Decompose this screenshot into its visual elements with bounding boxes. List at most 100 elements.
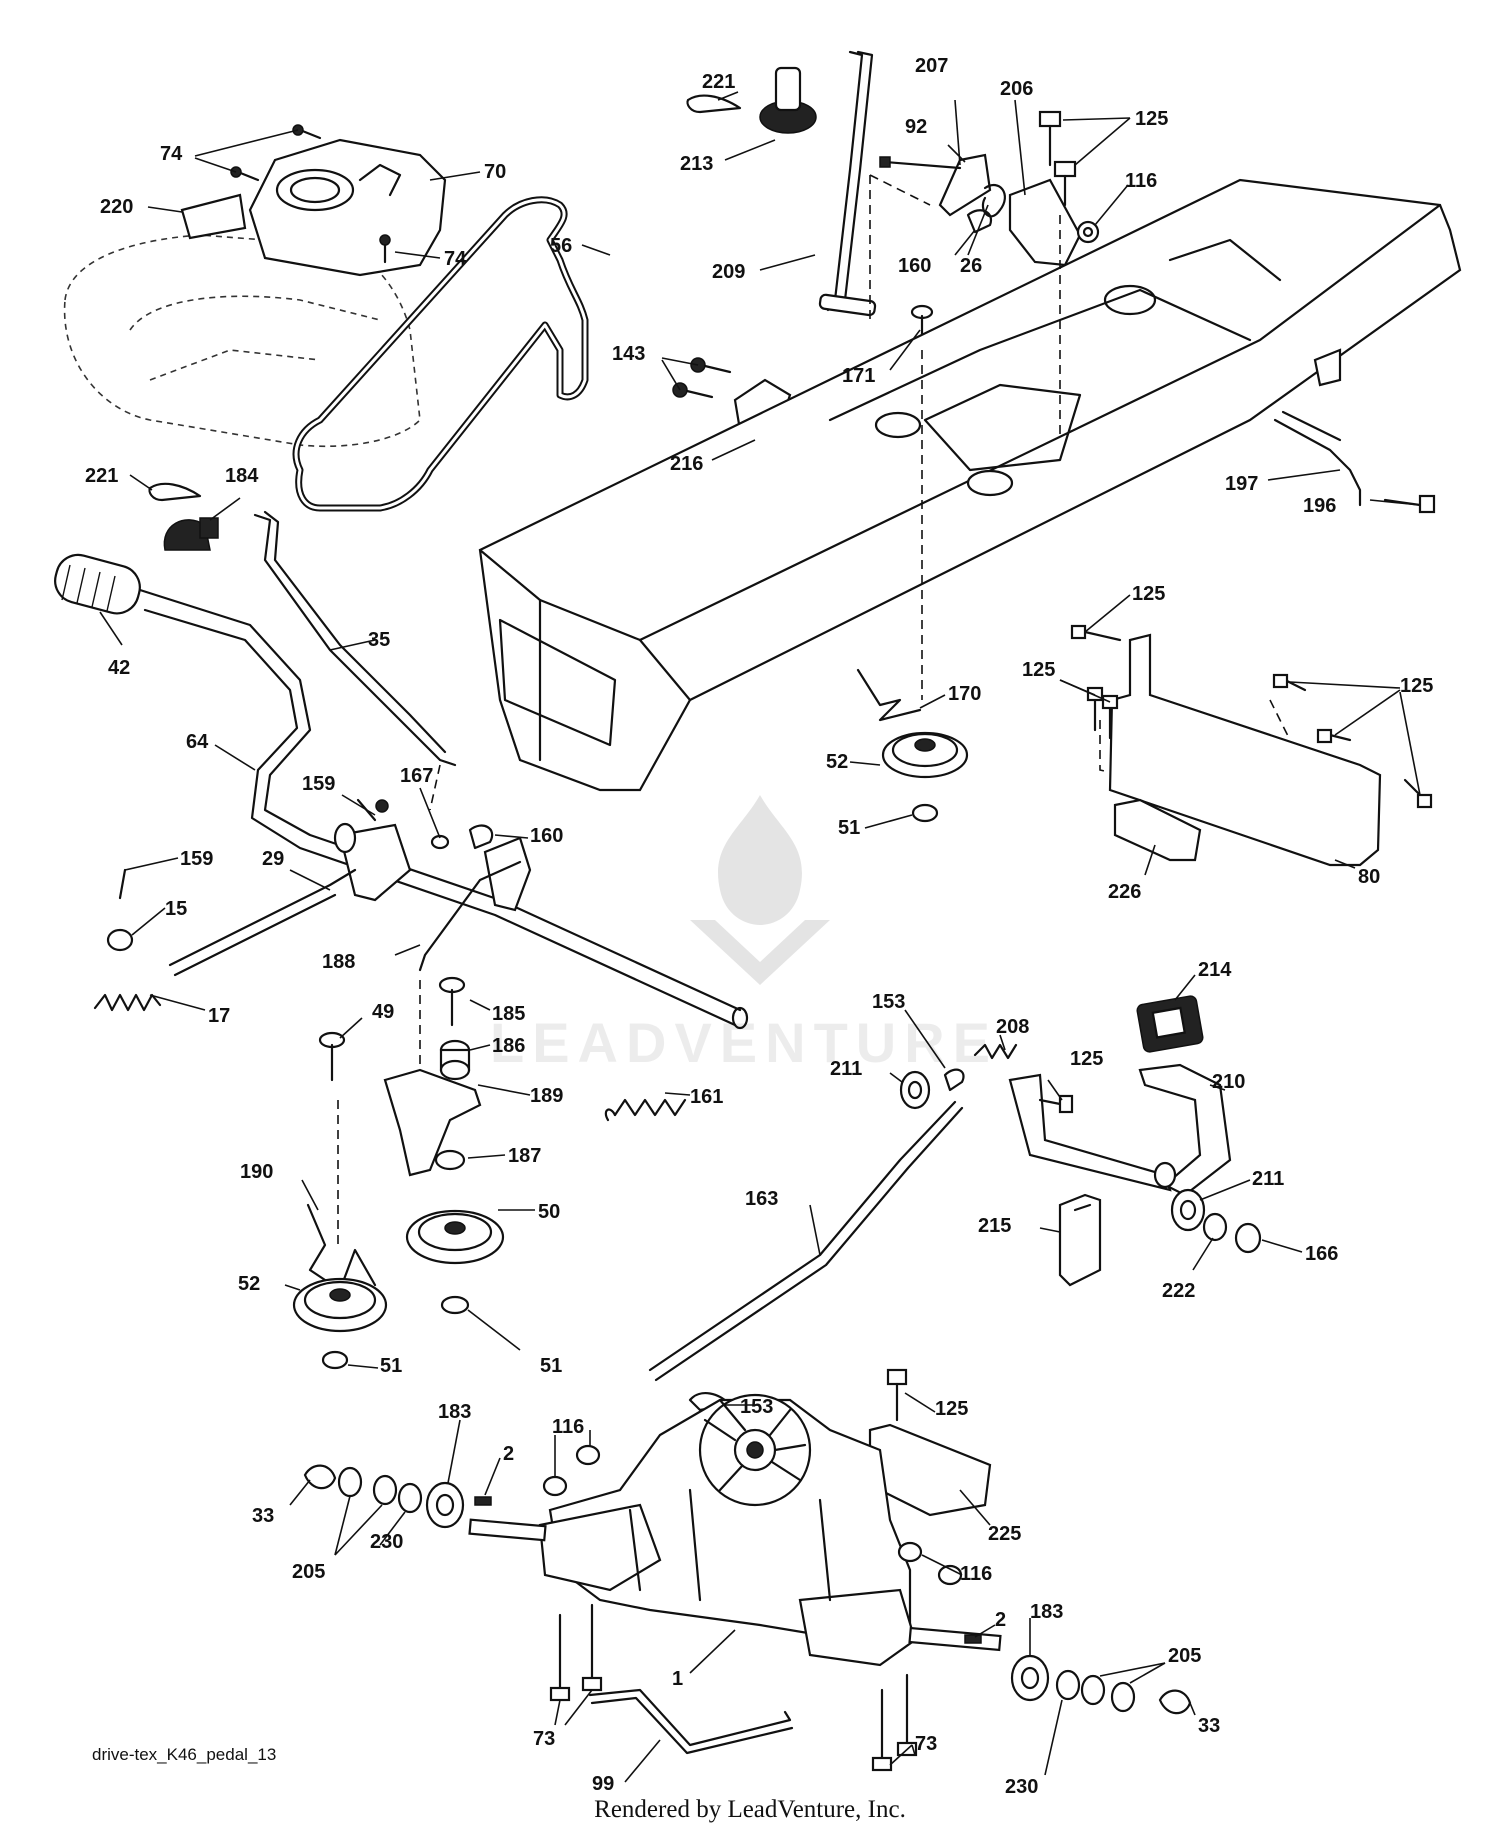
nut-51-upper [911, 803, 939, 823]
nut-51-lower [321, 1350, 349, 1370]
callout-189: 189 [530, 1085, 563, 1107]
callout-205: 205 [292, 1561, 325, 1583]
pulley-52-upper [881, 731, 969, 779]
axle-parts-left [303, 1464, 492, 1529]
callout-159: 159 [180, 848, 213, 870]
callout-29: 29 [262, 848, 284, 870]
callout-80: 80 [1358, 866, 1380, 888]
callout-143: 143 [612, 343, 645, 365]
bushing-211-upper [899, 1070, 931, 1110]
bearing-183-left [425, 1481, 465, 1529]
callout-74: 74 [444, 248, 467, 270]
pedal-210 [1008, 1063, 1232, 1197]
clip-33-left [303, 1464, 337, 1490]
callout-211: 211 [830, 1058, 862, 1080]
grip-42 [54, 553, 141, 615]
callout-2: 2 [503, 1443, 514, 1465]
callout-51: 51 [380, 1355, 402, 1377]
callout-92: 92 [905, 116, 927, 138]
clip-160-lower [468, 824, 494, 850]
assembly-guides [337, 174, 1291, 1250]
callout-166: 166 [1305, 1243, 1338, 1265]
callout-161: 161 [690, 1086, 723, 1108]
pulley-50 [405, 1209, 505, 1265]
rod-99 [588, 1688, 792, 1747]
callout-225: 225 [988, 1523, 1021, 1545]
callout-220: 220 [100, 196, 133, 218]
washer-205-right-a [1080, 1674, 1106, 1706]
callout-213: 213 [680, 153, 713, 175]
callout-211: 211 [1252, 1168, 1284, 1190]
callout-49: 49 [372, 1001, 394, 1023]
knob-213 [759, 66, 817, 134]
clip-160-top [966, 209, 993, 234]
clip-33-right [1158, 1689, 1192, 1715]
spring-208 [973, 1043, 1018, 1060]
callout-160: 160 [898, 255, 931, 277]
washer-205-left-a [337, 1466, 363, 1498]
brake-rod-163-b [654, 1106, 964, 1382]
rod-197 [1273, 410, 1362, 507]
callout-116: 116 [960, 1563, 992, 1585]
callout-184: 184 [225, 465, 259, 487]
pin-159-lower [118, 868, 127, 900]
rod-29 [168, 868, 357, 967]
rod-29-b [173, 893, 337, 977]
callout-170: 170 [948, 683, 981, 705]
nut-51-mid [440, 1295, 470, 1315]
fender-cover-70 [248, 138, 447, 277]
callout-56: 56 [550, 235, 572, 257]
callout-33: 33 [1198, 1715, 1220, 1737]
callout-160: 160 [530, 825, 563, 847]
callout-230: 230 [1005, 1776, 1038, 1798]
pin-159-upper [356, 798, 389, 822]
key-2-left [474, 1496, 492, 1506]
callout-153: 153 [872, 991, 905, 1013]
rod-188 [418, 860, 522, 972]
nuts-116-transaxle [542, 1444, 963, 1586]
callout-125: 125 [1400, 675, 1433, 697]
callout-187: 187 [508, 1145, 541, 1167]
callout-196: 196 [1303, 495, 1336, 517]
shield-80 [1108, 633, 1382, 867]
axle-parts-right [964, 1634, 1192, 1715]
bushing-211-lower [1170, 1188, 1206, 1232]
spacer-186 [439, 1039, 471, 1081]
bolts-73-left [549, 1603, 603, 1702]
callout-70: 70 [484, 161, 506, 183]
callout-209: 209 [712, 261, 745, 283]
callout-207: 207 [915, 55, 948, 77]
callout-99: 99 [592, 1773, 614, 1795]
washer-15 [106, 928, 134, 952]
bolt-49 [318, 1031, 346, 1082]
rod-35 [253, 513, 457, 767]
callout-50: 50 [538, 1201, 560, 1223]
callout-52: 52 [238, 1273, 260, 1295]
callout-125: 125 [1022, 659, 1055, 681]
spring-17 [93, 993, 162, 1012]
callout-221: 221 [702, 71, 735, 93]
callout-230: 230 [370, 1531, 403, 1553]
transaxle-1 [468, 1393, 1002, 1667]
callout-73: 73 [915, 1733, 937, 1755]
render-credit: Rendered by LeadVenture, Inc. [594, 1796, 906, 1823]
callout-125: 125 [1135, 108, 1168, 130]
spring-170 [856, 668, 922, 722]
clip-221-top [686, 94, 742, 114]
bolt-185 [438, 976, 466, 1027]
callout-15: 15 [165, 898, 187, 920]
callout-215: 215 [978, 1215, 1011, 1237]
clip-153-upper [943, 1068, 965, 1092]
callout-205: 205 [1168, 1645, 1201, 1667]
callout-163: 163 [745, 1188, 778, 1210]
bolt-125-transaxle [886, 1368, 908, 1422]
callout-188: 188 [322, 951, 355, 973]
rod-35-b [263, 510, 447, 754]
callout-216: 216 [670, 453, 703, 475]
callout-51: 51 [540, 1355, 562, 1377]
spring-161 [604, 1098, 687, 1122]
bolt-125-pair [1038, 110, 1077, 207]
callout-64: 64 [186, 731, 209, 753]
callout-116: 116 [552, 1416, 584, 1438]
callout-125: 125 [1070, 1048, 1103, 1070]
